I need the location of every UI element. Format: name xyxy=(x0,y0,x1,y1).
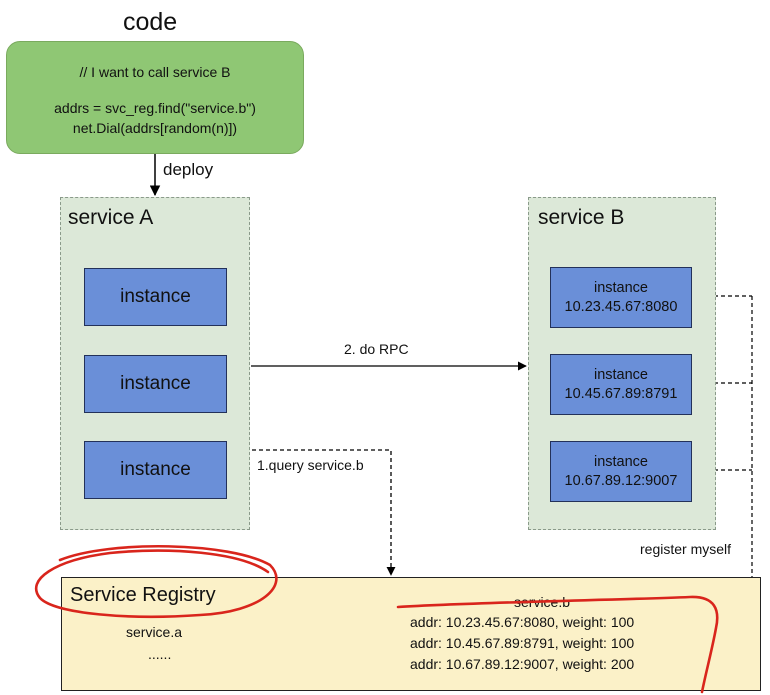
query-label: 1.query service.b xyxy=(257,457,364,473)
service-b-instance: instance 10.45.67.89:8791 xyxy=(550,354,692,415)
service-b-title: service B xyxy=(538,206,625,229)
instance-addr: 10.23.45.67:8080 xyxy=(564,298,678,315)
instance-addr: 10.67.89.12:9007 xyxy=(564,472,678,489)
registry-service-a: service.a xyxy=(126,624,183,640)
code-line-2: addrs = svc_reg.find("service.b") xyxy=(54,100,256,116)
registry-ellipsis: ...... xyxy=(148,646,172,662)
service-a-instance: instance xyxy=(84,355,227,413)
service-b-instance: instance 10.23.45.67:8080 xyxy=(550,267,692,328)
registry-service-b-key: service.b xyxy=(514,594,571,610)
code-line-1: // I want to call service B xyxy=(79,64,231,80)
deploy-label: deploy xyxy=(163,160,214,179)
service-a-title: service A xyxy=(68,206,154,229)
instance-label: instance xyxy=(593,279,648,296)
service-b-instance: instance 10.67.89.12:9007 xyxy=(550,441,692,502)
registry-title: Service Registry xyxy=(70,584,216,606)
code-title: code xyxy=(123,8,178,36)
instance-addr: 10.45.67.89:8791 xyxy=(564,385,678,402)
registry-entry: addr: 10.23.45.67:8080, weight: 100 xyxy=(410,614,635,630)
rpc-label: 2. do RPC xyxy=(344,341,409,357)
service-a-instance: instance xyxy=(84,268,227,326)
code-line-3: net.Dial(addrs[random(n)]) xyxy=(72,120,238,136)
service-a-instance: instance xyxy=(84,441,227,499)
registry-entry: addr: 10.45.67.89:8791, weight: 100 xyxy=(410,635,635,651)
registry-entry: addr: 10.67.89.12:9007, weight: 200 xyxy=(410,656,635,672)
instance-label: instance xyxy=(593,453,648,470)
code-box: // I want to call service B addrs = svc_… xyxy=(6,41,304,154)
register-label: register myself xyxy=(640,541,732,557)
instance-label: instance xyxy=(593,366,648,383)
